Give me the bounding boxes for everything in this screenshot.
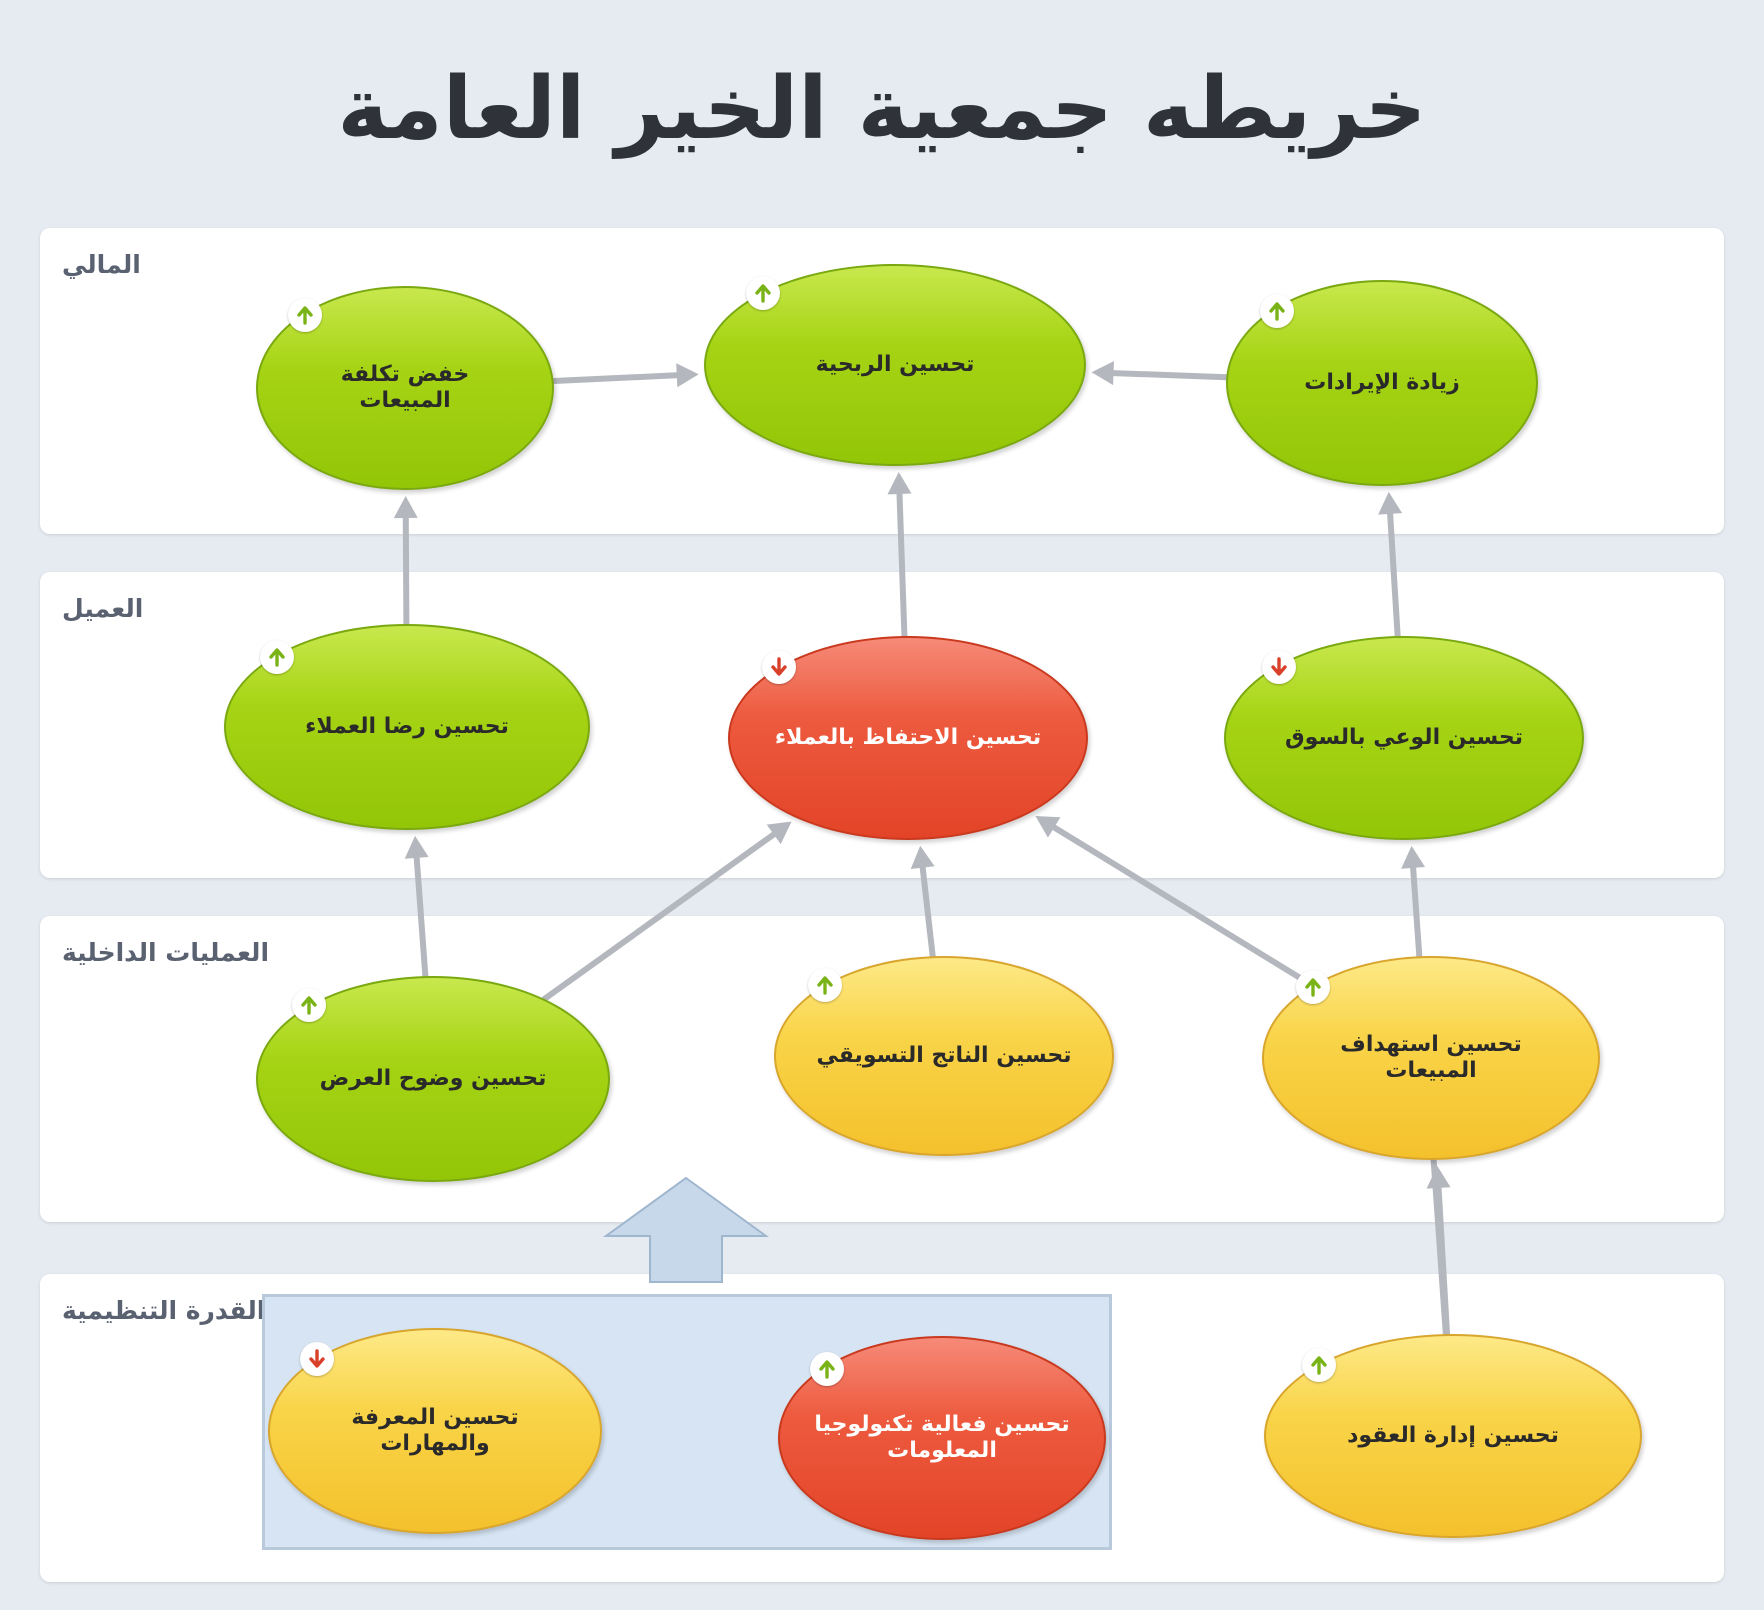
band-label-customer: العميل <box>62 594 144 623</box>
node-label: تحسين الوعي بالسوق <box>1284 724 1524 750</box>
connector-arrowhead <box>1378 491 1403 515</box>
node-label: تحسين وضوح العرض <box>319 1065 547 1091</box>
connector-line <box>919 864 936 960</box>
connector-arrowhead <box>1091 361 1114 386</box>
node-reduce-sales-cost[interactable]: خفض تكلفة المبيعات <box>256 286 554 490</box>
connector-arrowhead <box>910 845 935 869</box>
arrow-up-icon <box>808 968 842 1002</box>
node-customer-satisfaction[interactable]: تحسين رضا العملاء <box>224 624 590 830</box>
node-label: زيادة الإيرادات <box>1304 369 1460 395</box>
arrow-up-icon <box>288 298 322 332</box>
connector-arrowhead <box>676 363 699 388</box>
node-label: خفض تكلفة المبيعات <box>340 361 470 413</box>
arrow-up-icon <box>260 640 294 674</box>
connector-arrowhead <box>393 495 418 519</box>
node-increase-revenue[interactable]: زيادة الإيرادات <box>1226 280 1538 486</box>
connector-arrowhead <box>887 471 912 495</box>
arrow-up-icon <box>292 988 326 1022</box>
band-label-financial: المالي <box>62 250 141 279</box>
arrow-down-icon <box>762 650 796 684</box>
node-it-effectiveness[interactable]: تحسين فعالية تكنولوجيا المعلومات <box>778 1336 1106 1540</box>
node-label: تحسين الناتج التسويقي <box>816 1042 1072 1068</box>
arrow-up-icon <box>1302 1348 1336 1382</box>
connector-line <box>1110 370 1230 381</box>
connector-line <box>896 490 908 640</box>
connector-line <box>413 854 429 980</box>
connector-arrowhead <box>1035 815 1061 838</box>
connector-arrowhead <box>404 835 429 859</box>
node-label: تحسين استهداف المبيعات <box>1340 1031 1522 1083</box>
connector-line <box>1051 824 1316 989</box>
node-market-awareness[interactable]: تحسين الوعي بالسوق <box>1224 636 1584 840</box>
page-title: خريطه جمعية الخير العامة <box>337 59 1427 159</box>
node-label: تحسين فعالية تكنولوجيا المعلومات <box>814 1411 1070 1463</box>
node-improve-profitability[interactable]: تحسين الربحية <box>704 264 1086 466</box>
connector-arrowhead <box>1401 845 1426 869</box>
arrow-down-icon <box>1262 650 1296 684</box>
node-label: تحسين الربحية <box>815 351 975 377</box>
group-up-arrow <box>602 1176 770 1283</box>
connector-line <box>1387 510 1401 640</box>
arrow-up-icon <box>1260 294 1294 328</box>
node-knowledge-skills[interactable]: تحسين المعرفة والمهارات <box>268 1328 602 1534</box>
node-customer-retention[interactable]: تحسين الاحتفاظ بالعملاء <box>728 636 1088 840</box>
arrow-up-icon <box>746 276 780 310</box>
connector-line <box>550 372 680 385</box>
connector-line <box>402 514 410 628</box>
connector-arrowhead <box>766 821 792 845</box>
arrow-down-icon <box>300 1342 334 1376</box>
node-label: تحسين المعرفة والمهارات <box>351 1404 519 1456</box>
connector-arrowhead <box>1426 1165 1451 1189</box>
node-contract-management[interactable]: تحسين إدارة العقود <box>1264 1334 1642 1538</box>
connector-line <box>541 831 777 1002</box>
node-label: تحسين الاحتفاظ بالعملاء <box>774 724 1042 750</box>
node-offer-clarity[interactable]: تحسين وضوح العرض <box>256 976 610 1182</box>
band-label-organizational-capacity: القدرة التنظيمية <box>62 1296 266 1325</box>
node-marketing-output[interactable]: تحسين الناتج التسويقي <box>774 956 1114 1156</box>
node-label: تحسين إدارة العقود <box>1347 1422 1559 1448</box>
band-label-internal-processes: العمليات الداخلية <box>62 938 270 967</box>
node-sales-targeting[interactable]: تحسين استهداف المبيعات <box>1262 956 1600 1160</box>
arrow-up-icon <box>1296 970 1330 1004</box>
node-label: تحسين رضا العملاء <box>305 713 509 739</box>
arrow-up-icon <box>810 1352 844 1386</box>
